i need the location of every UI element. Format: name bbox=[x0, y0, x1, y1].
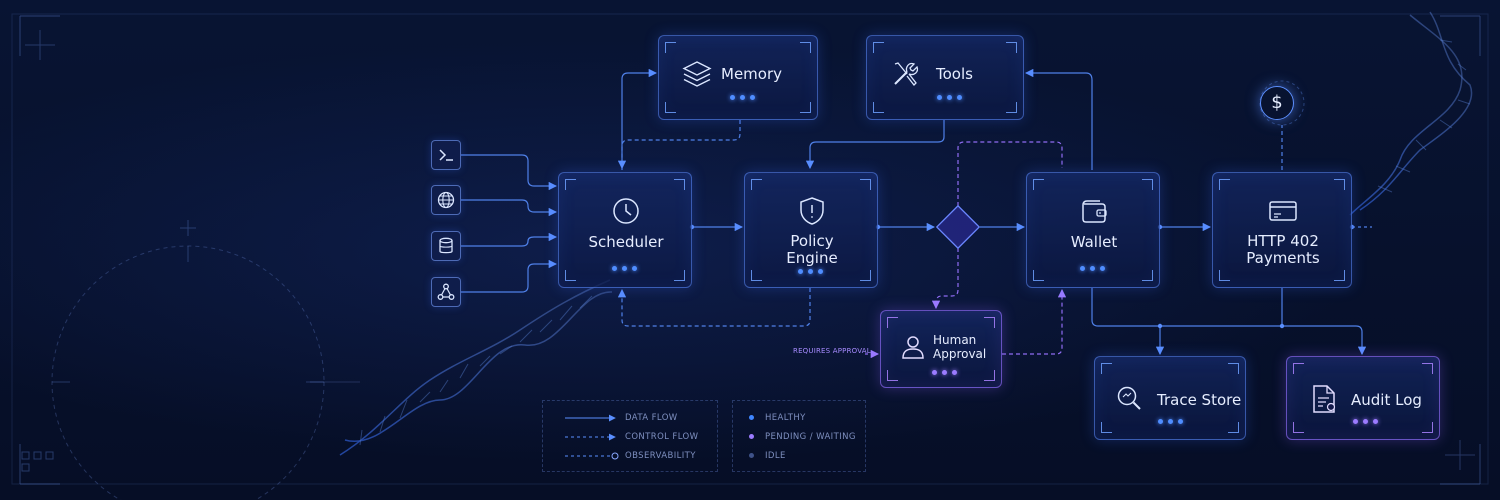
shield-icon bbox=[800, 197, 824, 225]
legend-healthy: HEALTHY bbox=[765, 413, 806, 423]
trace-store-label: Trace Store bbox=[1157, 391, 1242, 409]
link-memory-scheduler bbox=[617, 120, 741, 170]
policy-engine-node[interactable]: Policy Engine bbox=[744, 172, 878, 288]
human-approval-node[interactable]: Human Approval bbox=[880, 310, 1002, 388]
link-tools-policy bbox=[805, 120, 945, 170]
legend-pending-dot bbox=[749, 434, 754, 439]
layers-icon bbox=[682, 61, 712, 87]
tools-label: Tools bbox=[936, 65, 973, 83]
document-icon bbox=[1313, 385, 1336, 413]
legend-idle: IDLE bbox=[765, 451, 786, 461]
link-approval-wallet bbox=[1002, 288, 1067, 355]
legend-pending: PENDING / WAITING bbox=[765, 432, 856, 442]
link-wallet-tools bbox=[1024, 68, 1093, 170]
trace-store-node[interactable]: Trace Store bbox=[1094, 356, 1246, 440]
legend-data-flow: DATA FLOW bbox=[625, 413, 678, 423]
source-terminal[interactable] bbox=[431, 140, 461, 170]
payments-node[interactable]: HTTP 402 Payments bbox=[1212, 172, 1352, 288]
wallet-label: Wallet bbox=[1070, 233, 1118, 251]
audit-log-node[interactable]: Audit Log bbox=[1286, 356, 1440, 440]
memory-label: Memory bbox=[721, 65, 783, 83]
user-icon bbox=[902, 336, 924, 359]
tools-icon bbox=[894, 62, 919, 86]
legend-healthy-dot bbox=[749, 415, 754, 420]
link-decision-approval bbox=[931, 248, 959, 310]
tools-node[interactable]: Tools bbox=[866, 35, 1024, 120]
status-dots bbox=[612, 266, 637, 271]
status-dots bbox=[730, 95, 755, 100]
source-web[interactable] bbox=[431, 185, 461, 215]
clock-icon bbox=[613, 198, 639, 224]
link-globe-scheduler bbox=[461, 199, 558, 217]
legend-control-flow: CONTROL FLOW bbox=[625, 432, 699, 442]
status-dots bbox=[1158, 419, 1183, 424]
legend-observability-circle bbox=[611, 452, 619, 460]
legend-status: HEALTHY PENDING / WAITING IDLE bbox=[732, 400, 866, 472]
link-db-scheduler bbox=[461, 232, 558, 247]
webhook-icon bbox=[437, 283, 455, 300]
memory-node[interactable]: Memory bbox=[658, 35, 818, 120]
credit-card-icon bbox=[1269, 201, 1297, 221]
scheduler-node[interactable]: Scheduler bbox=[558, 172, 692, 288]
human-approval-label: Human Approval bbox=[933, 333, 987, 361]
status-dots bbox=[798, 269, 823, 274]
link-decision-wallet-top bbox=[957, 141, 1063, 206]
search-icon bbox=[1117, 386, 1141, 410]
policy-engine-label: Policy Engine bbox=[786, 232, 838, 267]
wallet-node[interactable]: Wallet bbox=[1026, 172, 1160, 288]
link-terminal-scheduler bbox=[461, 154, 558, 191]
scheduler-label: Scheduler bbox=[588, 233, 664, 251]
legend-idle-dot bbox=[749, 453, 754, 458]
status-dots bbox=[1080, 266, 1105, 271]
payments-label: HTTP 402 Payments bbox=[1246, 232, 1320, 267]
wallet-icon bbox=[1082, 200, 1107, 223]
link-scheduler-memory bbox=[621, 68, 658, 170]
legend-observability: OBSERVABILITY bbox=[625, 451, 696, 461]
link-policy-scheduler-feedback bbox=[617, 288, 811, 327]
requires-approval-label: REQUIRES APPROVAL bbox=[793, 347, 871, 355]
cost-indicator: $ bbox=[1260, 86, 1294, 120]
terminal-icon bbox=[439, 149, 453, 161]
audit-log-label: Audit Log bbox=[1351, 391, 1422, 409]
status-dots bbox=[1353, 419, 1378, 424]
source-webhook[interactable] bbox=[431, 277, 461, 307]
status-dots bbox=[937, 95, 962, 100]
status-dots bbox=[932, 370, 957, 375]
link-wallet-audit bbox=[1091, 288, 1367, 356]
decision-diamond bbox=[935, 204, 981, 250]
source-database[interactable] bbox=[431, 231, 461, 261]
legend-line-types: DATA FLOW CONTROL FLOW OBSERVABILITY bbox=[542, 400, 718, 472]
link-webhook-scheduler bbox=[461, 259, 558, 293]
globe-icon bbox=[437, 191, 455, 209]
database-icon bbox=[439, 237, 453, 254]
